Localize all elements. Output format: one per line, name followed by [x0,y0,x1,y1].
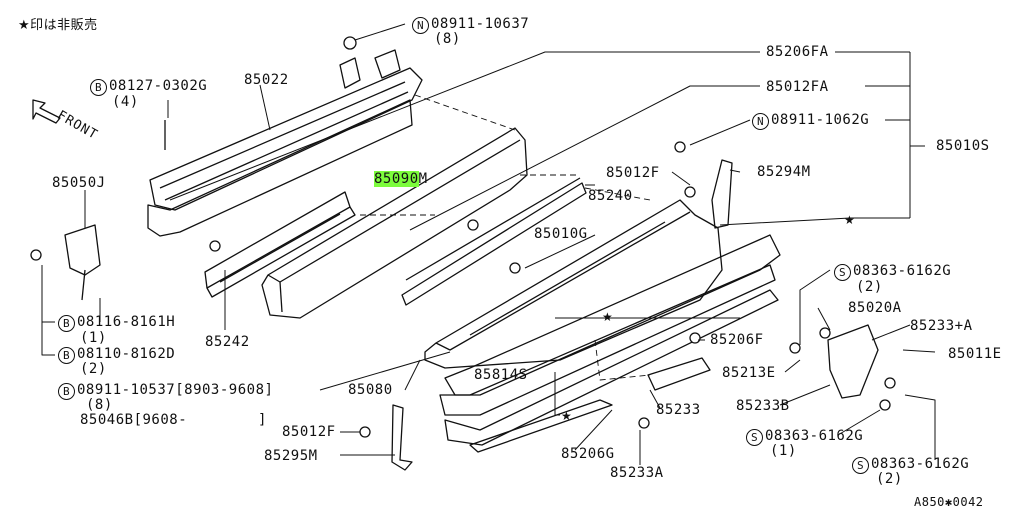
fasteners [30,36,896,438]
side-retainer-left [391,404,413,471]
bracket-85242 [204,191,356,298]
part-85050J[interactable]: 85050J [52,175,106,191]
non-sale-note: ★印は非販売 [18,18,98,33]
bumper-fascia-part [424,199,723,369]
part-85011E[interactable]: 85011E [948,346,1002,362]
part-85080[interactable]: 85080 [348,382,393,398]
qty-08127-0302G: (4) [112,94,139,110]
part-85233A[interactable]: 85233A [610,465,664,481]
qty-08911-10637: (8) [434,31,461,47]
part-85206FA[interactable]: 85206FA [766,44,829,60]
part-85295M[interactable]: 85295M [264,448,318,464]
bracket-85233 [647,357,711,391]
part-85233[interactable]: 85233 [656,402,701,418]
part-85206F[interactable]: 85206F [710,332,764,348]
front-arrow-icon [32,99,61,124]
part-85206G[interactable]: 85206G [561,446,615,462]
leader-lines [41,23,936,465]
reinforcement-part [147,49,423,237]
part-85020A[interactable]: 85020A [848,300,902,316]
part-85213E[interactable]: 85213E [722,365,776,381]
energy-absorber-part [261,127,528,319]
bracket-85240 [401,177,587,306]
qty-08911-10537: (8) [86,397,113,413]
part-85233-plus-A[interactable]: 85233+A [910,318,973,334]
part-85090M[interactable]: 85090M [374,171,428,187]
part-85012FA[interactable]: 85012FA [766,79,829,95]
part-85010S[interactable]: 85010S [936,138,990,154]
qty-08363-6162G-a: (2) [856,279,883,295]
part-85240[interactable]: 85240 [588,188,633,204]
qty-08363-6162G-c: (2) [876,471,903,487]
part-85012F-left[interactable]: 85012F [282,424,336,440]
qty-08116-8161H: (1) [80,330,107,346]
dashed-guides [360,94,651,381]
qty-08363-6162G-b: (1) [770,443,797,459]
bumper-stay [827,324,879,399]
part-85010G[interactable]: 85010G [534,226,588,242]
diagram-code: A850✱0042 [914,495,984,509]
part-85046B-bracket-close: ] [258,412,267,428]
qty-08110-8162D: (2) [80,361,107,377]
part-85046B[interactable]: 85046B[9608- [80,412,188,428]
star-marker-2: ★ [602,310,613,324]
part-85242[interactable]: 85242 [205,334,250,350]
part-85022[interactable]: 85022 [244,72,289,88]
star-marker-3: ★ [561,409,572,423]
part-85233B[interactable]: 85233B [736,398,790,414]
part-85294M[interactable]: 85294M [757,164,811,180]
part-85012F-right[interactable]: 85012F [606,165,660,181]
part-85814S[interactable]: 85814S [474,367,528,383]
highlighted-part-number: 85090 [374,171,419,187]
star-marker-1: ★ [844,213,855,227]
side-bracket-85050J [64,224,101,276]
lower-bumper-part [439,234,781,453]
side-retainer-right [711,159,733,229]
